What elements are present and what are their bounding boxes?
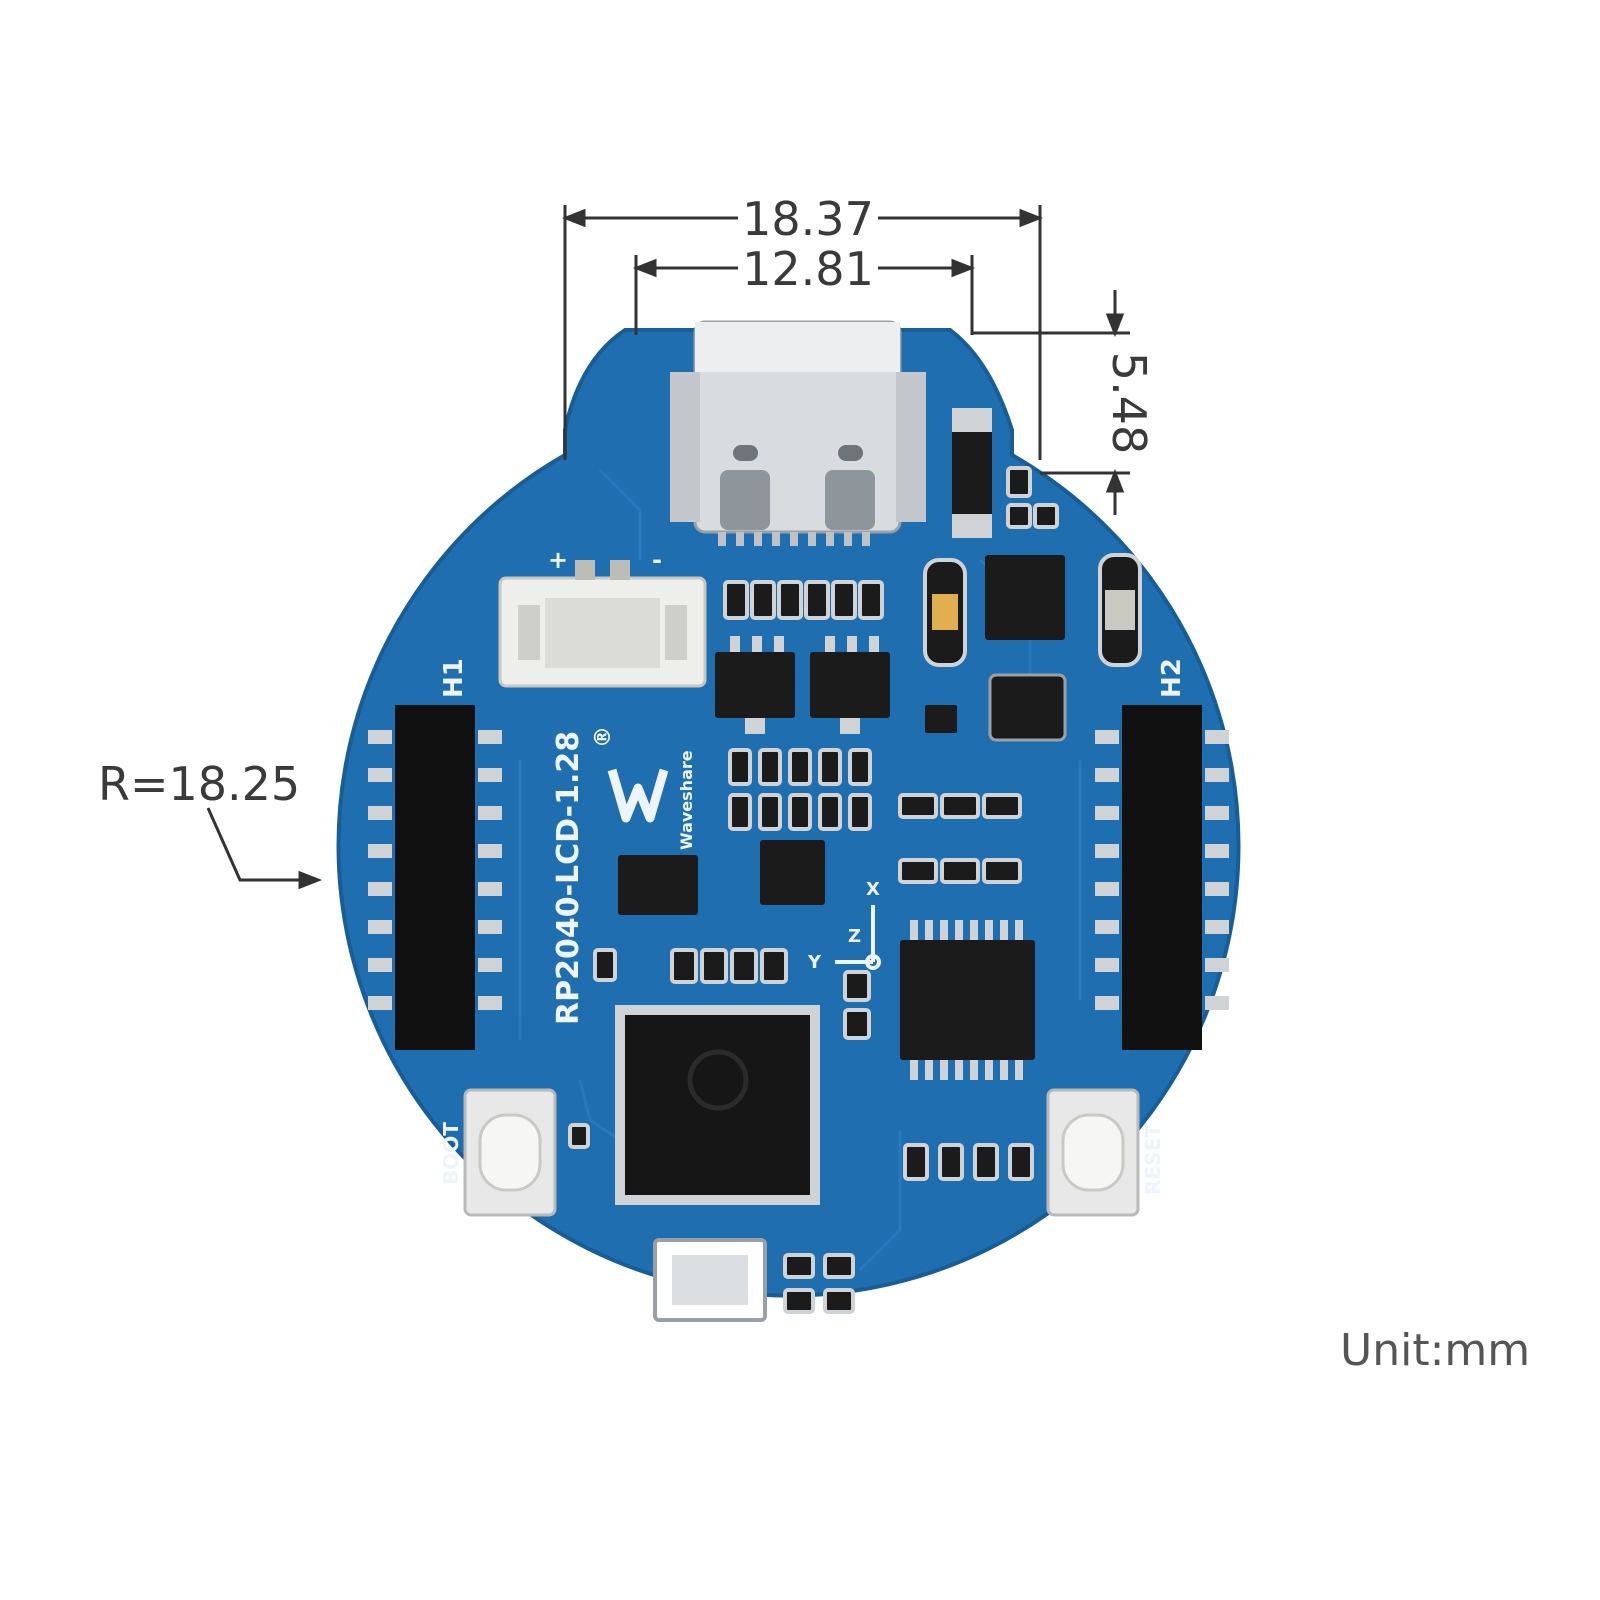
battery-plus-label: +: [548, 546, 568, 574]
ic-level-shifter: [900, 940, 1035, 1060]
boot-button: [463, 1088, 557, 1217]
header-h2-label: H2: [1157, 658, 1187, 698]
rp2040-chip: [615, 1005, 820, 1205]
crystal-oscillator: [653, 1238, 767, 1322]
dimension-lines: [206, 205, 1130, 890]
raspberry-logo-icon: [687, 1049, 749, 1111]
imu-axis-marker: [835, 905, 881, 970]
dim-connector-arrow-left: [632, 258, 657, 278]
dim-overall-arrow-right: [1019, 208, 1044, 228]
diode-component: [952, 408, 992, 538]
ic-transistor: [925, 705, 957, 733]
ic-chips: [618, 555, 1067, 1060]
dim-connector-arrow-right: [951, 258, 976, 278]
dim-overall-width-label: 18.37: [742, 192, 874, 246]
dim-height-arrow-bottom: [1105, 468, 1125, 493]
dim-overall-arrow-left: [561, 208, 586, 228]
battery-connector: + -: [498, 546, 707, 688]
ic-regulator-2: [810, 652, 890, 718]
dim-radius-label: R=18.25: [98, 757, 300, 811]
registered-mark: ®: [591, 726, 616, 748]
ic-regulator: [715, 652, 795, 718]
header-h1: [368, 705, 502, 1050]
capacitors: [923, 553, 1142, 667]
dim-height-arrow-top: [1105, 313, 1125, 338]
ic-pins: [730, 636, 1023, 1080]
ic-inductor: [988, 673, 1067, 742]
waveshare-logo-icon: [607, 768, 669, 823]
reset-label: RESET: [1141, 1124, 1165, 1195]
battery-minus-label: -: [652, 546, 662, 574]
dim-radius-arrow: [298, 870, 323, 890]
header-h2: [1095, 705, 1229, 1050]
dim-connector-height-label: 5.48: [1102, 352, 1156, 454]
passive-components: [568, 466, 1059, 1314]
ic-flash: [618, 855, 698, 915]
brand-label: Waveshare: [677, 750, 696, 850]
axis-y-label: Y: [807, 952, 822, 973]
header-h1-label: H1: [439, 658, 469, 698]
axis-x-label: X: [866, 879, 880, 900]
ic-charger: [985, 555, 1065, 640]
dim-radius-leader: [206, 807, 308, 882]
boot-label: BOOT: [439, 1122, 463, 1185]
usb-c-connector: [670, 320, 926, 546]
ic-imu: [760, 840, 825, 905]
reset-button: [1046, 1088, 1140, 1217]
axis-z-label: Z: [848, 926, 861, 947]
dim-connector-width-label: 12.81: [742, 242, 874, 296]
board-name-label: RP2040-LCD-1.28: [551, 731, 586, 1025]
unit-label: Unit:mm: [1340, 1325, 1530, 1376]
